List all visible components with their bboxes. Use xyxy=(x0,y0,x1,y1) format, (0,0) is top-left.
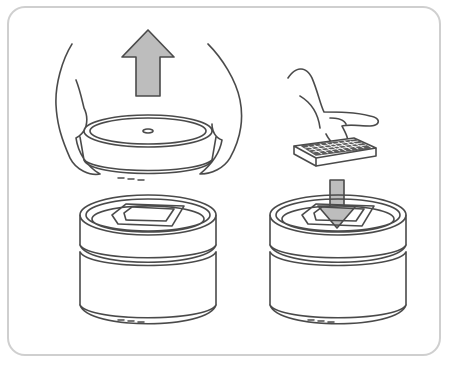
right-hand xyxy=(200,44,242,174)
left-hand xyxy=(56,44,100,174)
right-hand-holding-filter xyxy=(288,69,378,147)
lid-top xyxy=(84,115,212,147)
lift-up-arrow-icon xyxy=(122,30,174,96)
filter-cartridge xyxy=(294,138,376,166)
left-open-canister xyxy=(80,195,216,324)
